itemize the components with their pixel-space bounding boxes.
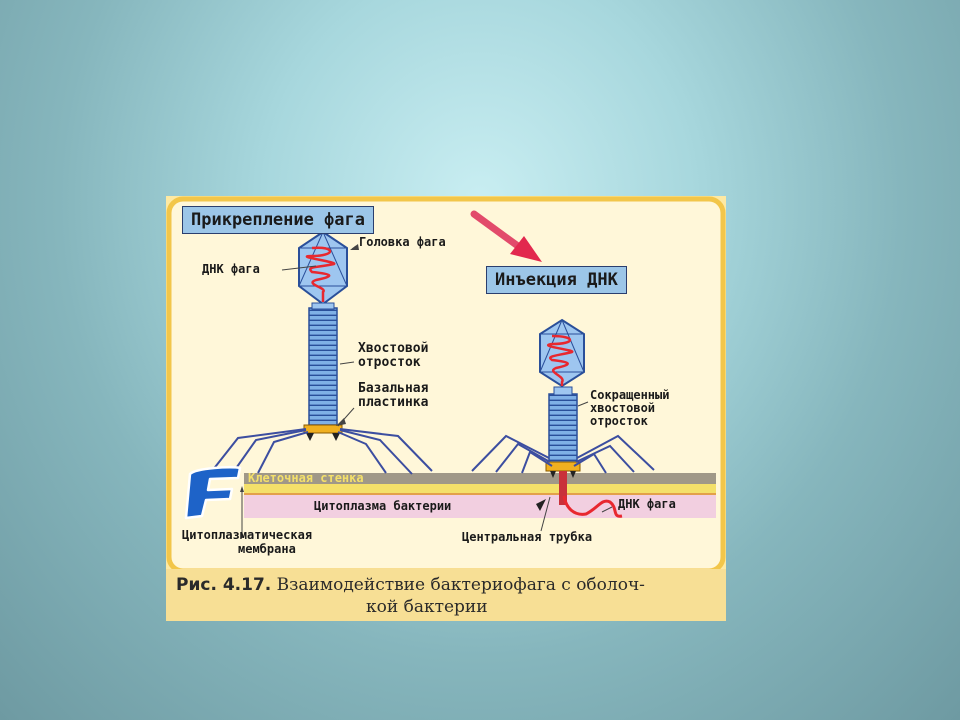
caption-text-2: кой бактерии [366, 597, 488, 617]
caption: Рис. 4.17. Взаимодействие бактериофага с… [166, 569, 726, 621]
cell-wall [244, 473, 716, 484]
phage-tail [308, 307, 338, 426]
label-membrane-2: мембрана [238, 542, 296, 556]
label-contracted-1: Сокращенный [590, 388, 670, 402]
phage-tail-contracted [548, 393, 578, 463]
caption-text-1: Взаимодействие бактериофага с оболоч- [276, 575, 645, 595]
label-central-tube: Центральная трубка [462, 530, 593, 544]
phage-inject [471, 318, 655, 518]
phage-base-plate [303, 424, 343, 434]
label-contracted-3: отросток [590, 414, 648, 428]
label-base-2: пластинка [358, 395, 429, 410]
injected-dna [562, 495, 623, 518]
tail-fibers-2 [471, 434, 655, 474]
figure: Прикрепление фага Инъекция ДНК Головка ф… [166, 196, 726, 621]
phage-dna-coil [305, 246, 336, 302]
label-cell-wall: Клеточная стенка [248, 471, 364, 485]
cytoplasm [244, 495, 716, 518]
label-head: Головка фага [359, 235, 446, 249]
label-cytoplasm: Цитоплазма бактерии [314, 499, 452, 513]
label-tail-2: отросток [358, 355, 421, 370]
title-inject: Инъекция ДНК [486, 266, 627, 294]
phage-attach [211, 230, 433, 475]
label-dna-top: ДНК фага [202, 262, 260, 276]
central-tube [559, 471, 567, 505]
logo-f-icon [184, 466, 242, 520]
caption-line-1: Рис. 4.17. Взаимодействие бактериофага с… [176, 574, 645, 596]
pointer-heads [240, 244, 546, 511]
yellow-layer [244, 484, 716, 493]
tail-fibers [211, 428, 433, 475]
label-tail-1: Хвостовой [358, 341, 429, 356]
label-dna-bottom: ДНК фага [618, 497, 676, 511]
caption-number: Рис. 4.17. [176, 575, 272, 595]
label-base-1: Базальная [358, 381, 429, 396]
label-membrane-1: Цитоплазматическая [182, 528, 313, 542]
title-attach: Прикрепление фага [182, 206, 374, 234]
label-contracted-2: хвостовой [590, 401, 656, 415]
transition-arrow-icon [470, 210, 542, 262]
